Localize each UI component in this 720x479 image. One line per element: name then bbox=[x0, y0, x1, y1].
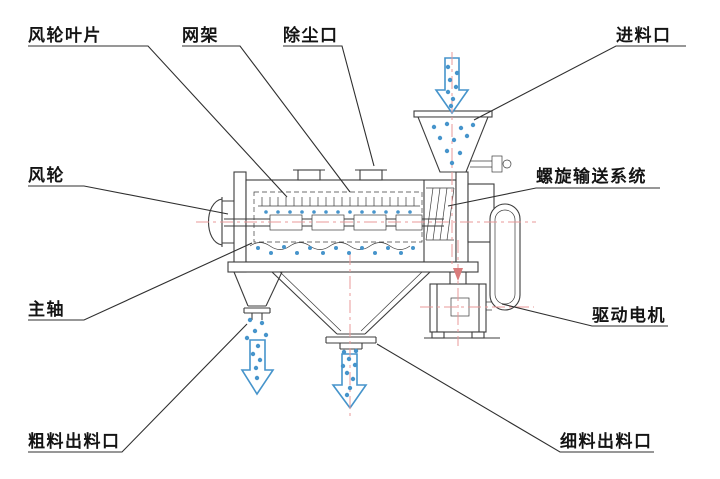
leader-fan-wheel-blade bbox=[28, 45, 288, 198]
body-particles bbox=[256, 245, 415, 255]
label-coarse-outlet: 粗料出料口 bbox=[28, 432, 121, 451]
label-fine-outlet: 细料出料口 bbox=[560, 432, 653, 451]
coarse-particles bbox=[244, 317, 269, 381]
fine-outlet-funnel bbox=[271, 271, 431, 350]
belt-guard bbox=[489, 203, 521, 311]
label-fan-wheel: 风轮 bbox=[28, 166, 65, 185]
leader-coarse-outlet bbox=[28, 323, 248, 453]
leader-mesh-frame bbox=[182, 45, 351, 193]
label-dust-port: 除尘口 bbox=[283, 26, 339, 45]
label-fan-wheel-blade: 风轮叶片 bbox=[28, 26, 102, 45]
leader-fine-outlet bbox=[376, 343, 654, 453]
centerlines bbox=[196, 52, 536, 416]
label-drive-motor: 驱动电机 bbox=[592, 306, 666, 325]
leader-main-shaft bbox=[28, 242, 253, 321]
leader-fan-wheel bbox=[28, 185, 229, 215]
adjusting-bolt bbox=[470, 155, 512, 173]
leader-screw-conveyor bbox=[447, 187, 660, 207]
fine-particles bbox=[340, 348, 359, 398]
sieve-body bbox=[224, 169, 469, 273]
dust-ports bbox=[293, 169, 387, 181]
material-wave bbox=[249, 242, 411, 250]
particle-dots bbox=[244, 64, 476, 398]
coarse-outlet-funnel bbox=[233, 271, 283, 320]
rotation-arrowhead bbox=[453, 268, 463, 281]
label-screw-conveyor: 螺旋输送系统 bbox=[536, 167, 647, 186]
machine-drawing bbox=[208, 110, 521, 350]
leader-lines bbox=[28, 45, 686, 453]
leader-drive-motor bbox=[501, 303, 668, 327]
fan-blades bbox=[261, 197, 415, 206]
feed-hopper bbox=[413, 110, 512, 173]
label-feed-inlet: 进料口 bbox=[616, 26, 672, 45]
leader-feed-inlet bbox=[473, 45, 686, 121]
label-mesh-frame: 网架 bbox=[182, 26, 219, 45]
mesh-row-particles bbox=[264, 210, 412, 214]
support-band bbox=[227, 261, 479, 273]
label-main-shaft: 主轴 bbox=[28, 300, 65, 319]
hopper-particles bbox=[431, 121, 476, 166]
feed-particles bbox=[445, 64, 460, 109]
leader-dust-port bbox=[283, 45, 375, 167]
